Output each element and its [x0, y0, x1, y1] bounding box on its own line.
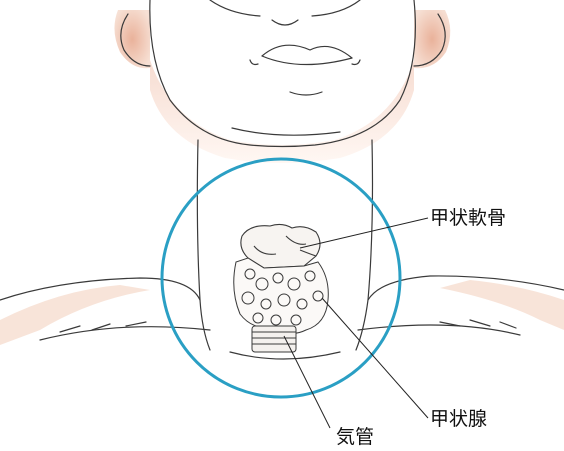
leader-trachea [284, 336, 330, 428]
label-thyroid-cartilage: 甲状軟骨 [430, 209, 506, 228]
thyroid-gland-drawing [234, 258, 329, 334]
trachea-drawing [252, 326, 296, 352]
label-thyroid-gland: 甲状腺 [430, 410, 487, 429]
leader-thyroid-gland [322, 298, 428, 418]
leader-thyroid-cartilage [300, 218, 428, 248]
label-trachea: 気管 [336, 428, 374, 447]
